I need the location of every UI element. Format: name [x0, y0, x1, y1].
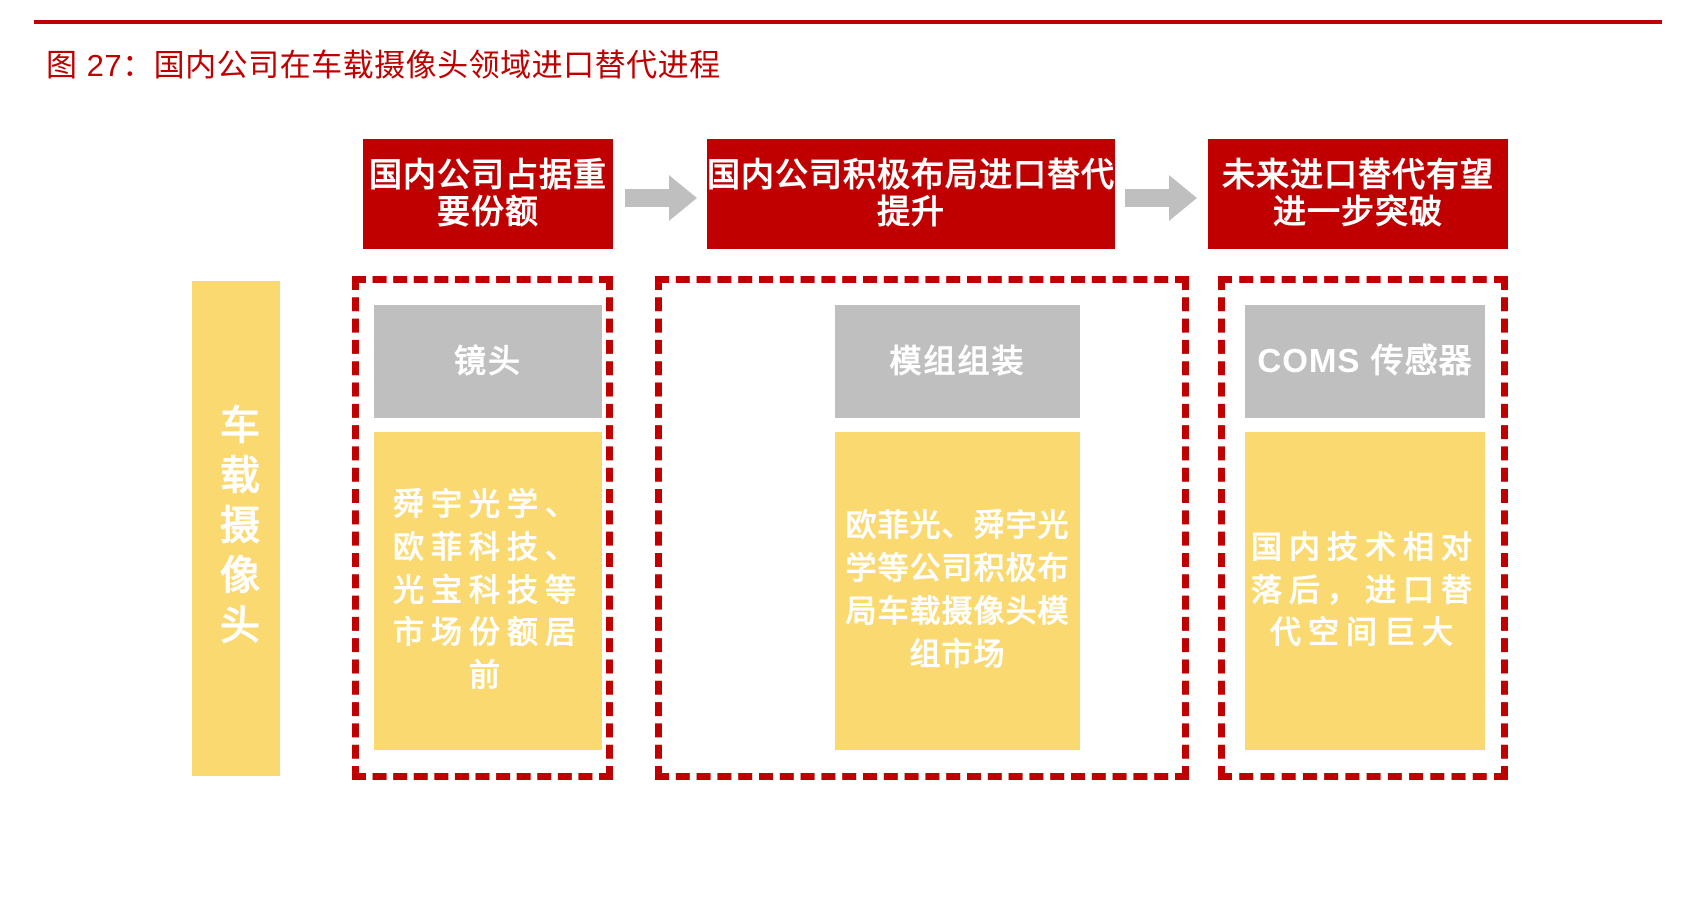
stage-banner-1: 国内公司占据重要份额 [363, 139, 613, 249]
segment-body-sensor-text: 国内技术相对落后，进口替代空间巨大 [1251, 529, 1479, 651]
stage-banner-3: 未来进口替代有望进一步突破 [1208, 139, 1508, 249]
title-divider-rule [34, 20, 1662, 24]
segment-column-3: COMS 传感器 国内技术相对落后，进口替代空间巨大 [1245, 305, 1485, 750]
segment-body-lens-text: 舜宇光学、欧菲科技、光宝科技等市场份额居前 [393, 487, 583, 694]
stage-group-outline-1 [352, 276, 613, 780]
segment-body-lens: 舜宇光学、欧菲科技、光宝科技等市场份额居前 [374, 432, 602, 750]
segment-column-2: 模组组装 欧菲光、舜宇光学等公司积极布局车载摄像头模组市场 [835, 305, 1080, 750]
stage-group-outline-3 [1218, 276, 1508, 780]
category-label-box: 车载摄像头 [192, 281, 280, 776]
segment-column-1: 镜头 舜宇光学、欧菲科技、光宝科技等市场份额居前 [374, 305, 602, 750]
segment-body-module-text: 欧菲光、舜宇光学等公司积极布局车载摄像头模组市场 [845, 508, 1070, 672]
segment-body-sensor: 国内技术相对落后，进口替代空间巨大 [1245, 432, 1485, 750]
stage-banner-2: 国内公司积极布局进口替代提升 [707, 139, 1115, 249]
segment-body-module: 欧菲光、舜宇光学等公司积极布局车载摄像头模组市场 [835, 432, 1080, 750]
segment-header-sensor: COMS 传感器 [1245, 305, 1485, 418]
segment-header-module: 模组组装 [835, 305, 1080, 418]
figure-title: 图 27：国内公司在车载摄像头领域进口替代进程 [46, 48, 721, 83]
segment-header-lens: 镜头 [374, 305, 602, 418]
stage-arrow-1-icon [625, 175, 697, 221]
category-label-text: 车载摄像头 [214, 403, 258, 654]
stage-group-outline-2 [655, 276, 1189, 780]
stage-arrow-2-icon [1125, 175, 1197, 221]
